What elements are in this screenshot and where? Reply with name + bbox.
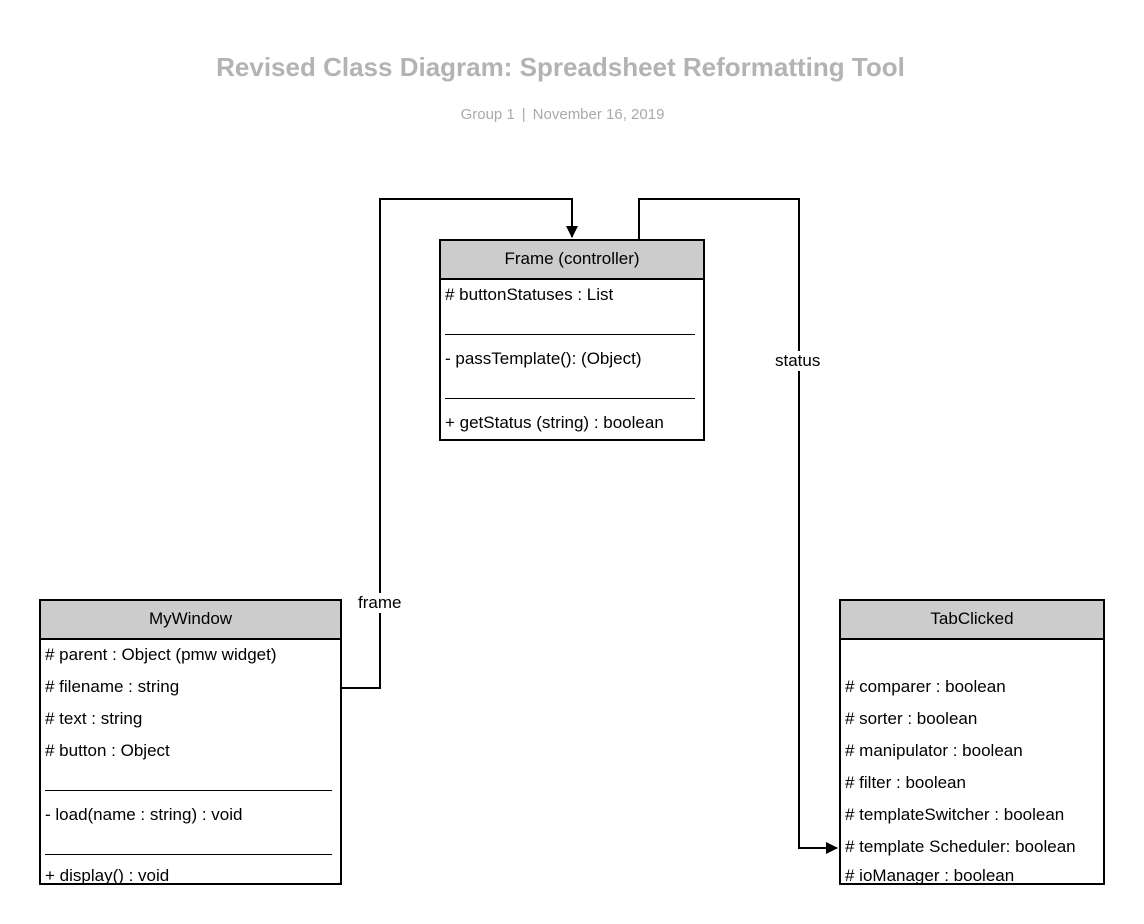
mywindow-private-method: - load(name : string) : void — [45, 805, 243, 824]
tabclicked-attribute: # ioManager : boolean — [845, 866, 1015, 885]
mywindow-public-method: + display() : void — [45, 866, 170, 885]
frame-divider — [445, 334, 695, 335]
frame-public-method: + getStatus (string) : boolean — [445, 413, 664, 432]
diagram-title: Revised Class Diagram: Spreadsheet Refor… — [216, 52, 905, 82]
tabclicked-attribute: # sorter : boolean — [845, 709, 978, 728]
mywindow-divider — [45, 790, 332, 791]
mywindow-attribute: # filename : string — [45, 677, 180, 696]
mywindow-attribute: # text : string — [45, 709, 143, 728]
class-tabclicked-name: TabClicked — [841, 601, 1103, 640]
frame-private-method: - passTemplate(): (Object) — [445, 349, 642, 368]
frame-association-line — [341, 198, 578, 689]
subtitle-group: Group 1 — [460, 106, 515, 123]
mywindow-attribute: # button : Object — [45, 741, 170, 760]
class-tabclicked[interactable]: TabClicked # comparer : boolean # sorter… — [839, 599, 1105, 885]
tabclicked-attribute: # templateSwitcher : boolean — [845, 805, 1065, 824]
status-association-line — [638, 198, 838, 854]
frame-attribute: # buttonStatuses : List — [445, 285, 614, 304]
tabclicked-attribute: # manipulator : boolean — [845, 741, 1023, 760]
subtitle-separator: | — [521, 106, 526, 123]
subtitle-date: November 16, 2019 — [532, 106, 665, 123]
tabclicked-attribute: # filter : boolean — [845, 773, 966, 792]
frame-association-label: frame — [356, 593, 404, 613]
mywindow-divider — [45, 854, 332, 855]
status-association-label: status — [773, 351, 823, 371]
tabclicked-attribute: # comparer : boolean — [845, 677, 1006, 696]
class-mywindow-name: MyWindow — [41, 601, 340, 640]
frame-divider — [445, 398, 695, 399]
tabclicked-attribute: # template Scheduler: boolean — [845, 837, 1076, 856]
mywindow-attribute: # parent : Object (pmw widget) — [45, 645, 277, 664]
class-frame-controller[interactable]: Frame (controller) # buttonStatuses : Li… — [439, 239, 705, 441]
class-mywindow[interactable]: MyWindow # parent : Object (pmw widget) … — [39, 599, 342, 885]
class-frame-name: Frame (controller) — [441, 241, 703, 280]
diagram-subtitle: Group 1 | November 16, 2019 — [0, 106, 1125, 123]
